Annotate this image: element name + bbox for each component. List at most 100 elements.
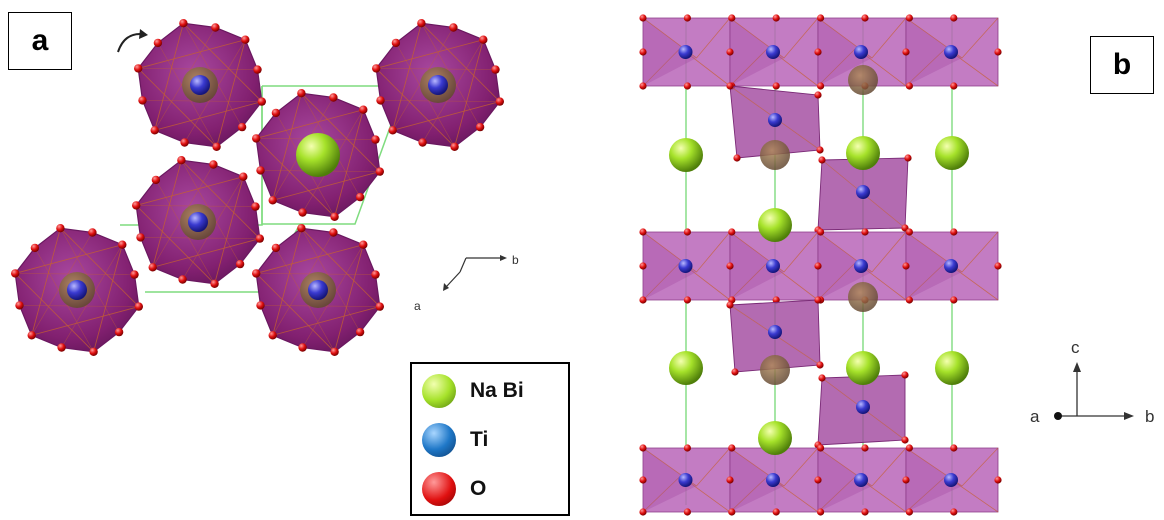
o-atom (255, 234, 264, 243)
o-atom (150, 126, 159, 135)
o-atom (359, 240, 368, 249)
o-atom (902, 262, 910, 270)
o-atom (212, 142, 221, 151)
axis-label-b-a: a (1030, 407, 1040, 426)
o-atom (375, 302, 384, 311)
o-atom (253, 65, 262, 74)
o-atom (728, 508, 736, 516)
o-atom (475, 122, 485, 132)
octahedron-edge (905, 447, 999, 487)
na-bi-atom (669, 138, 703, 172)
o-atom (814, 476, 822, 484)
o-atom (639, 262, 647, 270)
o-atom (89, 347, 98, 356)
o-atom (297, 89, 306, 98)
octahedron-face (730, 18, 784, 86)
o-atom (297, 224, 306, 233)
o-atom (252, 134, 261, 143)
octahedron-edge (729, 17, 819, 59)
o-atom (731, 368, 739, 376)
o-atom (479, 35, 488, 44)
o-atom (726, 476, 734, 484)
octahedron-edge (272, 92, 381, 201)
na-bi-atom (296, 133, 340, 177)
o-atom (355, 192, 365, 202)
ti-atom (766, 45, 780, 59)
o-atom (726, 262, 734, 270)
octahedron-edge (905, 231, 999, 273)
o-atom (210, 279, 219, 288)
octahedron-edge (14, 244, 123, 353)
o-atom (449, 23, 458, 32)
axes-indicator-b: c a b (1030, 338, 1154, 426)
o-atom (728, 444, 736, 452)
octahedron-edge (255, 244, 364, 353)
octahedron-edge (817, 447, 907, 487)
o-atom (817, 228, 825, 236)
o-atom (450, 142, 459, 151)
o-atom (257, 97, 266, 106)
octahedron-edge (255, 109, 364, 218)
o-atom (391, 38, 401, 48)
o-atom (816, 146, 824, 154)
panel-a-top-view (11, 19, 504, 356)
o-atom (298, 208, 307, 217)
o-atom (88, 228, 97, 237)
octahedron-face (643, 232, 697, 300)
o-atom (905, 508, 914, 516)
octahedron-edge (392, 22, 501, 131)
o-atom (905, 444, 914, 452)
ti-atom (856, 185, 870, 199)
octahedron-a-6 (252, 224, 384, 356)
o-atom (861, 14, 869, 22)
o-atom (683, 508, 692, 516)
ti-atom (308, 280, 328, 300)
o-atom (138, 96, 147, 105)
atom-legend: Na Bi Ti O (410, 362, 570, 516)
o-atom (136, 233, 145, 242)
o-atom (902, 476, 910, 484)
o-atom (950, 14, 958, 22)
ti-atom (67, 280, 87, 300)
o-atom (814, 91, 822, 99)
ti-atom (856, 400, 870, 414)
o-atom (268, 196, 277, 205)
o-atom (134, 64, 143, 73)
na-bi-atom-shadow (848, 65, 878, 95)
o-atom (901, 436, 909, 444)
octahedron-face (818, 18, 872, 86)
o-atom (639, 14, 647, 22)
ti-atom (854, 259, 868, 273)
o-atom (861, 228, 869, 236)
o-atom (683, 228, 692, 236)
legend-row-ti: Ti (412, 417, 568, 463)
na-bi-atom (758, 421, 792, 455)
octahedron-edge (729, 447, 819, 487)
o-atom (639, 296, 647, 304)
legend-row-na-bi: Na Bi (412, 368, 568, 414)
o-atom (148, 263, 157, 272)
axis-label-a-b: b (512, 253, 519, 267)
o-atom (388, 126, 397, 135)
octahedron-face (818, 232, 872, 300)
o-atom (235, 259, 245, 269)
o-atom (134, 302, 143, 311)
octahedra-row-top (639, 14, 1002, 90)
panel-label-b: b (1090, 36, 1154, 94)
o-atom (814, 262, 822, 270)
o-atom (726, 301, 734, 309)
o-atom (950, 82, 958, 90)
panel-b-side-view (639, 14, 1002, 516)
octahedron-edge (375, 39, 484, 148)
o-atom (905, 82, 914, 90)
o-atom (11, 269, 20, 278)
o-atom (818, 374, 826, 382)
o-atom (726, 82, 734, 90)
octahedron-edge (31, 227, 140, 336)
o-atom (178, 275, 187, 284)
octahedron-edge (817, 231, 907, 273)
octahedron-a-5 (11, 224, 143, 356)
ti-atom (768, 325, 782, 339)
na-bi-atom (758, 208, 792, 242)
o-atom (817, 444, 825, 452)
